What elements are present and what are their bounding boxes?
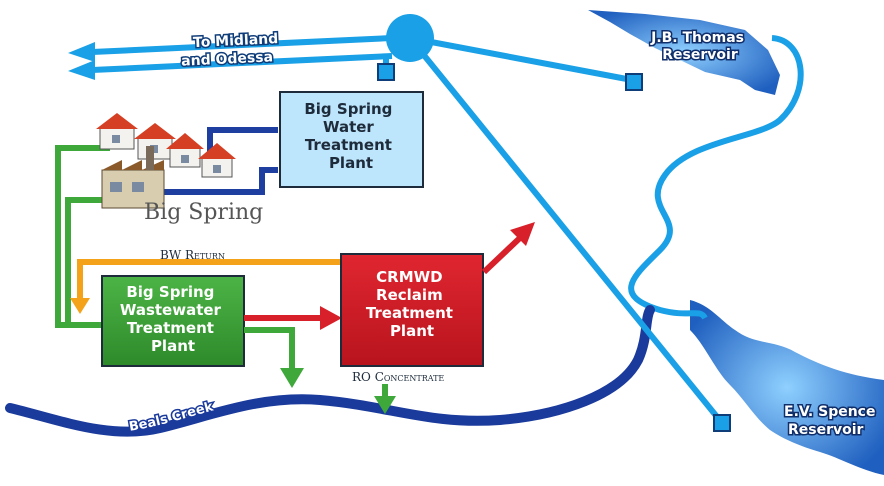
houses-icon (96, 113, 236, 178)
midland-label-line2: and Odessa (181, 49, 274, 69)
water-plant-label: Big Spring Water Treatment Plant (304, 100, 397, 172)
wastewater-plant-label: Big Spring Wastewater Treatment Plant (120, 283, 226, 355)
junction-icon (625, 73, 643, 91)
junction-icon (377, 63, 395, 81)
town-label: Big Spring (144, 200, 263, 225)
wastewater-treatment-plant (101, 275, 245, 367)
bw-return-line (77, 259, 340, 300)
discharge-arrow (280, 368, 304, 388)
reclaim-plant-label: CRMWD Reclaim Treatment Plant (366, 268, 458, 340)
ro-concentrate-label: RO Concentrate (352, 370, 444, 384)
sewer-line (55, 145, 110, 328)
reclaim-treatment-plant (340, 253, 484, 367)
midland-pipes (68, 35, 393, 80)
reclaimed-water-line (481, 233, 525, 275)
sewer-line-2 (65, 197, 108, 325)
bw-return-label: BW Return (160, 248, 225, 262)
jb-thomas-label: J.B. Thomas Reservoir (650, 30, 749, 63)
reclaimed-water-arrow (510, 222, 535, 246)
factory-icon (101, 146, 165, 209)
jb-thomas-reservoir (588, 10, 780, 95)
effluent-arrow (320, 306, 342, 330)
ev-spence-reservoir (690, 300, 884, 475)
junction-hub-icon (386, 14, 434, 62)
bw-return-arrow (70, 298, 90, 314)
junction-icon (713, 414, 731, 432)
midland-label-line1: To Midland (193, 31, 279, 51)
beals-creek (5, 305, 655, 437)
ev-spence-label: E.V. Spence Reservoir (784, 404, 880, 438)
river-channel (628, 35, 804, 320)
ro-arrow (374, 396, 396, 414)
water-treatment-plant (279, 91, 424, 188)
discharge-line (244, 327, 295, 372)
